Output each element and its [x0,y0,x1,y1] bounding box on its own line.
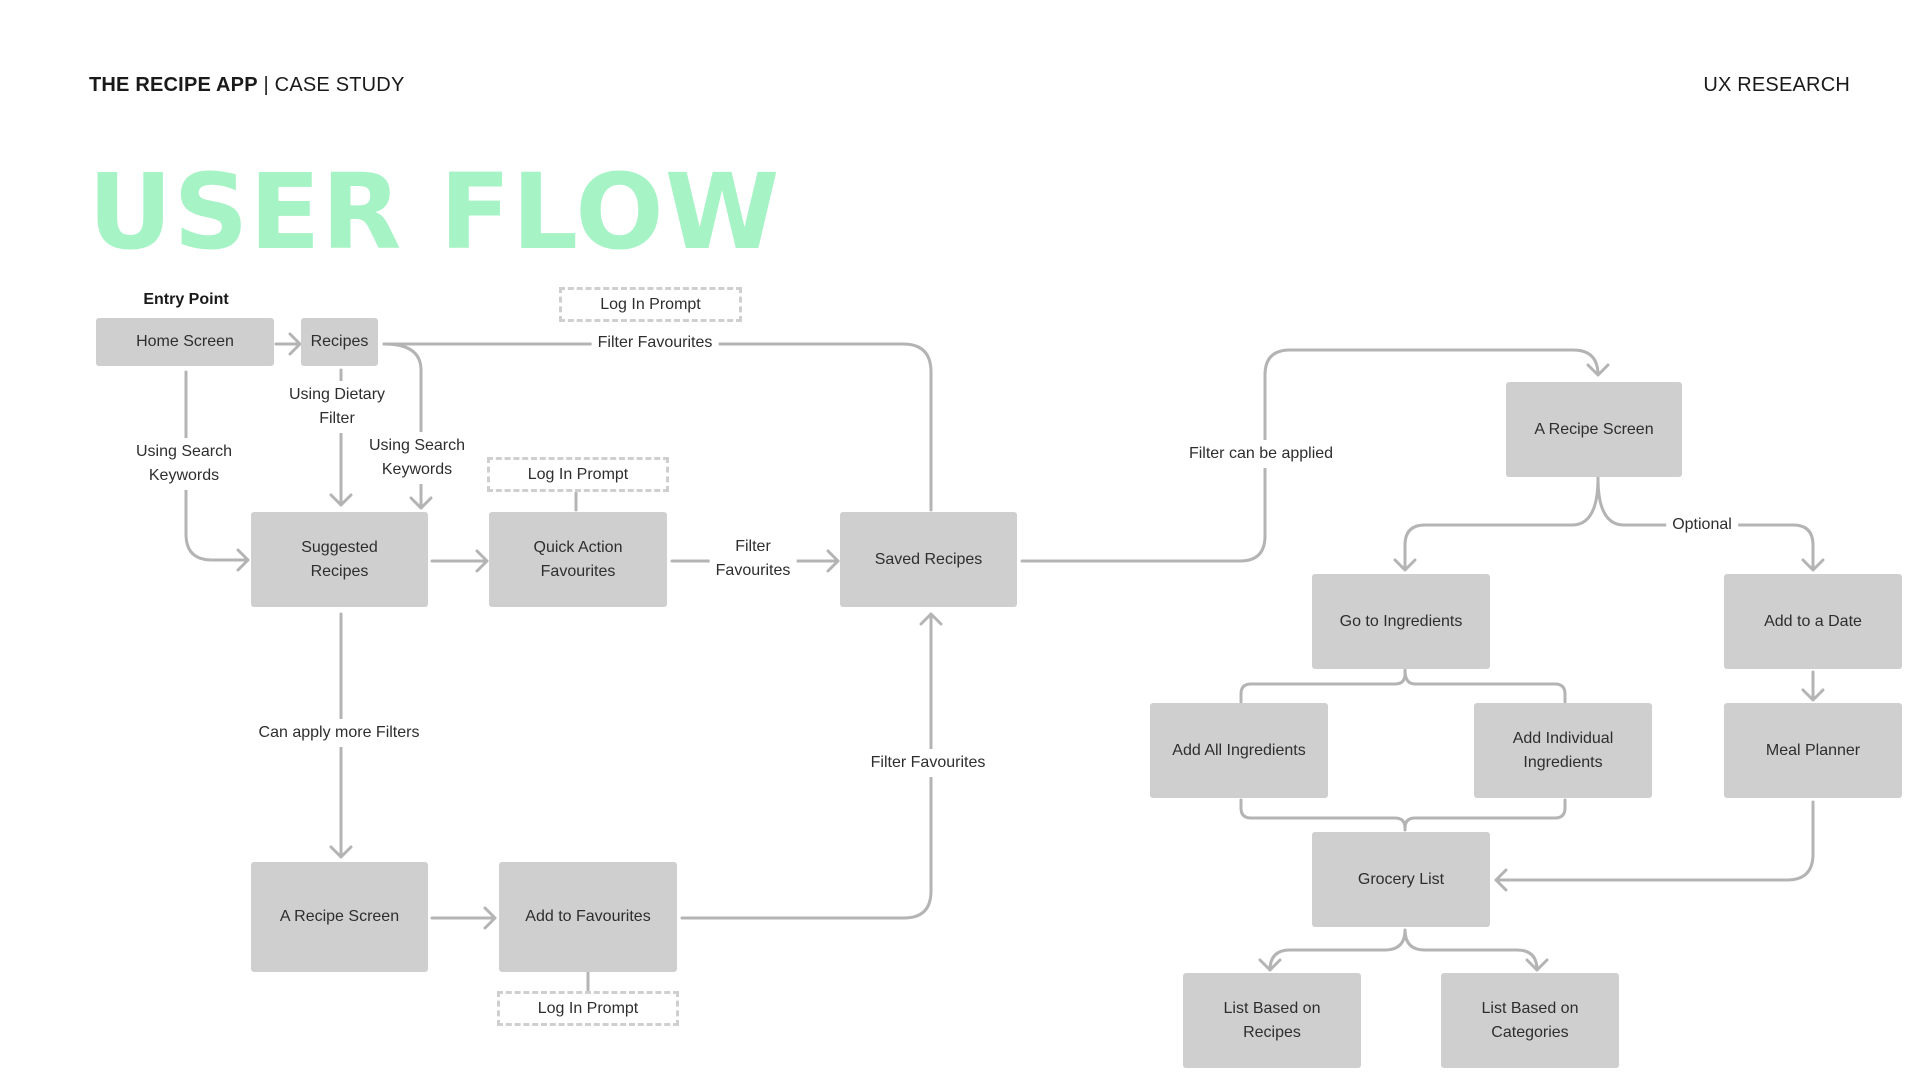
label-using-dietary-filter: Using Dietary Filter [282,381,392,433]
label-optional: Optional [1666,511,1738,539]
label-using-search-keywords-mid: Using Search Keywords [362,432,472,484]
connector-ingredients-grocery [1239,798,1567,832]
connector-home-recipes [274,332,302,356]
connector-saved-reciperight [1020,348,1610,563]
node-add-to-favourites[interactable]: Add to Favourites [499,862,677,972]
connector-favourites-saved [680,612,943,920]
node-grocery-list[interactable]: Grocery List [1312,832,1490,927]
node-a-recipe-screen-left[interactable]: A Recipe Screen [251,862,428,972]
connector-recipe-ingredients [1393,476,1600,572]
connector-ingredients-split [1239,668,1567,704]
connector-grocery-lists [1258,928,1549,972]
node-home-screen[interactable]: Home Screen [96,318,274,366]
entry-point-label: Entry Point [143,291,229,308]
node-list-based-on-categories[interactable]: List Based on Categories [1441,973,1619,1068]
section-label: UX RESEARCH [1703,74,1850,96]
node-list-based-on-recipes[interactable]: List Based on Recipes [1183,973,1361,1068]
node-go-to-ingredients[interactable]: Go to Ingredients [1312,574,1490,669]
label-using-search-keywords-left: Using Search Keywords [129,438,239,490]
log-in-prompt-quick-action[interactable]: Log In Prompt [487,457,669,492]
node-add-all-ingredients[interactable]: Add All Ingredients [1150,703,1328,798]
log-in-prompt-add-favourites[interactable]: Log In Prompt [497,991,679,1026]
connector-date-planner [1801,670,1825,702]
node-meal-planner[interactable]: Meal Planner [1724,703,1902,798]
log-in-prompt-top[interactable]: Log In Prompt [559,287,742,322]
node-a-recipe-screen-right[interactable]: A Recipe Screen [1506,382,1682,477]
label-filter-favourites-top: Filter Favourites [591,329,719,357]
label-filter-favourites-bottom: Filter Favourites [864,749,992,777]
header-subtitle: | CASE STUDY [263,74,405,96]
node-quick-action-favourites[interactable]: Quick Action Favourites [489,512,667,607]
node-add-individual-ingredients[interactable]: Add Individual Ingredients [1474,703,1652,798]
label-filter-can-be-applied: Filter can be applied [1182,440,1340,468]
node-add-to-a-date[interactable]: Add to a Date [1724,574,1902,669]
label-filter-favourites-mid: Filter Favourites [709,533,797,585]
brand-name: THE RECIPE APP [89,74,258,96]
label-can-apply-more-filters: Can apply more Filters [252,719,426,747]
connector-home-suggested [184,370,250,572]
connector-recipe-favourites [430,906,497,930]
node-recipes[interactable]: Recipes [301,318,378,366]
node-saved-recipes[interactable]: Saved Recipes [840,512,1017,607]
connector-planner-grocery [1494,800,1815,892]
node-suggested-recipes[interactable]: Suggested Recipes [251,512,428,607]
page-title: USER FLOW [88,151,781,273]
connector-suggested-quickaction [430,549,489,573]
connector-recipes-saved [382,342,933,512]
header-title: THE RECIPE APP | CASE STUDY [89,74,405,97]
